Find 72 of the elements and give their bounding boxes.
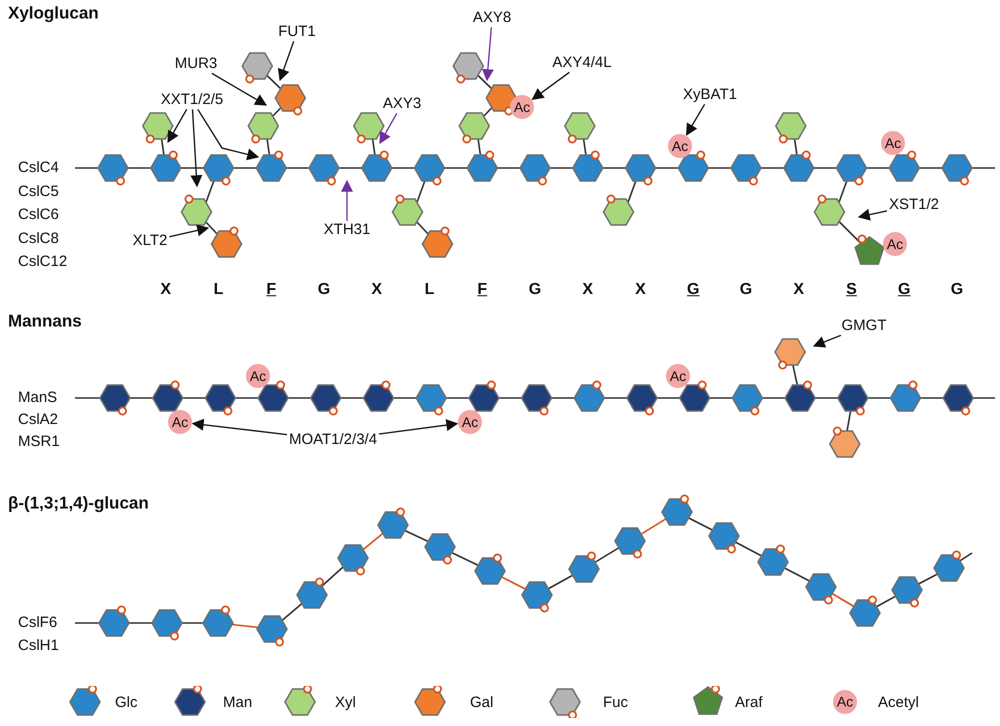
residue-code: G: [318, 281, 330, 299]
gene-name: CslF6: [18, 614, 58, 632]
leader-arrow: [341, 180, 353, 221]
gene-name: CslC5: [18, 183, 59, 200]
leader-arrow: [211, 72, 268, 106]
legend-label: Fuc: [603, 694, 628, 712]
residue-code: G: [898, 281, 910, 299]
residue-code: G: [950, 281, 964, 299]
gene-name: ManS: [18, 390, 58, 406]
leader-arrow: [686, 104, 706, 136]
legend-label: Xyl: [335, 694, 356, 712]
legend-label: Acetyl: [878, 694, 919, 712]
acetyl-symbol-text: Ac: [836, 694, 854, 710]
gene-name: CslC4: [18, 160, 59, 176]
leader-arrow: [532, 72, 570, 100]
leader-arrow: [858, 208, 888, 221]
enzyme-name: XTH31: [324, 222, 370, 238]
residue-code: F: [477, 281, 488, 299]
residue-code: L: [424, 281, 434, 299]
legend-label: Gal: [470, 694, 494, 712]
acetyl-circle: Ac: [666, 364, 690, 388]
enzyme-name: XST1/2: [888, 196, 940, 214]
leader-arrow: [378, 419, 458, 435]
leader-arrow: [278, 41, 294, 82]
acetyl-circle: Ac: [510, 95, 534, 119]
enzyme-name: AXY3: [382, 96, 422, 112]
residue-code: G: [528, 281, 542, 299]
acetyl-circle: Ac: [246, 364, 270, 388]
gene-name: CslC8: [18, 230, 59, 247]
residue-code: X: [635, 281, 646, 299]
leader-arrow: [812, 334, 842, 348]
enzyme-name: MOAT1/2/3/4: [288, 432, 378, 448]
enzyme-name: XLT2: [132, 232, 168, 250]
residue-code: X: [582, 281, 594, 299]
legend-label: Araf: [735, 694, 763, 712]
section-heading: β-(1,3;1,4)-glucan: [8, 494, 149, 514]
residue-code: X: [793, 281, 804, 299]
leader-arrow: [482, 27, 494, 82]
enzyme-name: XXT1/2/5: [160, 92, 224, 108]
residue-code: G: [687, 281, 700, 299]
enzyme-name: MUR3: [174, 56, 218, 72]
residue-code: X: [160, 281, 172, 299]
leader-arrow: [169, 224, 210, 238]
acetyl-circle: Ac: [168, 410, 192, 434]
gene-name: CslC6: [18, 206, 59, 224]
enzyme-name: AXY4/4L: [552, 54, 612, 72]
legend-label: Man: [223, 694, 252, 712]
residue-code: F: [266, 281, 276, 299]
leader-arrow: [192, 418, 288, 436]
residue-code: G: [740, 281, 752, 299]
gene-name: CslC12: [18, 254, 68, 270]
residue-code: S: [846, 281, 857, 299]
leader-arrow: [190, 109, 202, 188]
enzyme-name: FUT1: [278, 24, 316, 40]
section-heading: Xyloglucan: [8, 4, 99, 24]
acetyl-circle: Ac: [458, 410, 482, 434]
residue-code: L: [214, 281, 224, 299]
enzyme-name: AXY8: [472, 10, 512, 26]
legend-label: Glc: [115, 694, 138, 712]
acetyl-circle: Ac: [883, 232, 907, 256]
residue-code: X: [371, 281, 382, 299]
enzyme-name: GMGT: [842, 318, 886, 334]
enzyme-name: XyBAT1: [683, 86, 737, 104]
gene-name: MSR1: [18, 434, 60, 450]
gene-name: CslH1: [18, 638, 59, 654]
acetyl-circle: Ac: [881, 131, 905, 155]
section-heading: Mannans: [8, 312, 82, 332]
leader-arrow: [197, 108, 260, 160]
leader-arrow: [167, 108, 188, 144]
gene-name: CslA2: [18, 412, 58, 428]
leader-arrow: [379, 112, 398, 144]
acetyl-circle: Ac: [668, 134, 692, 158]
